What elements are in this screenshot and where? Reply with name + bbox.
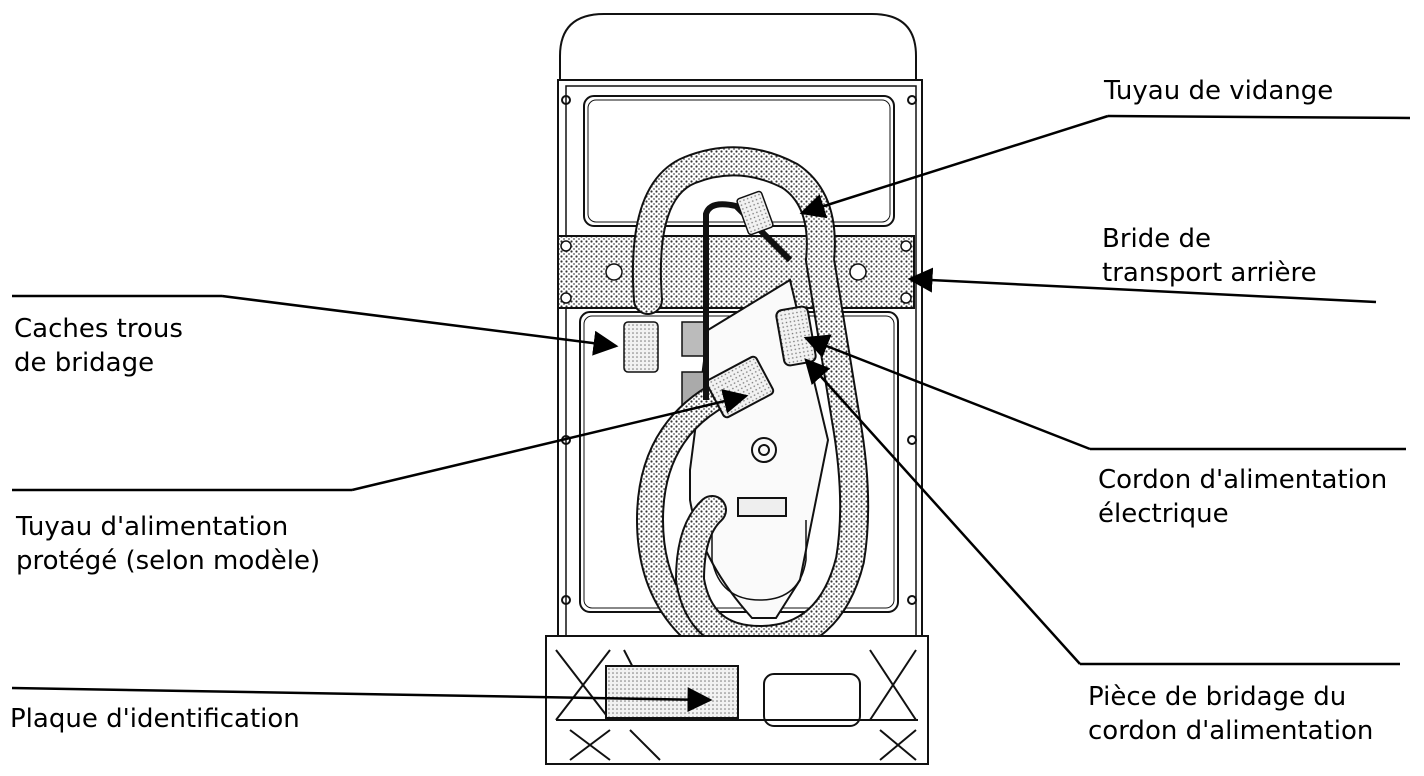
rear-transport-bracket <box>557 235 915 309</box>
leader-lines <box>11 114 1411 713</box>
cord-guide <box>736 190 774 236</box>
label-rear-transport-bracket: Bride de transport arrière <box>1102 224 1317 288</box>
label-inlet-hose: Tuyau d'alimentation protégé (selon modè… <box>16 512 321 576</box>
label-rating-plate: Plaque d'identification <box>10 704 300 734</box>
machine-base <box>545 635 929 765</box>
label-cord-clamp: Pièce de bridage du cordon d'alimentatio… <box>1088 682 1374 746</box>
label-hole-covers: Caches trous de bridage <box>14 314 183 378</box>
label-power-cord: Cordon d'alimentation électrique <box>1098 465 1388 529</box>
power-cord <box>703 201 793 400</box>
label-drain-hose: Tuyau de vidange <box>1104 76 1334 106</box>
